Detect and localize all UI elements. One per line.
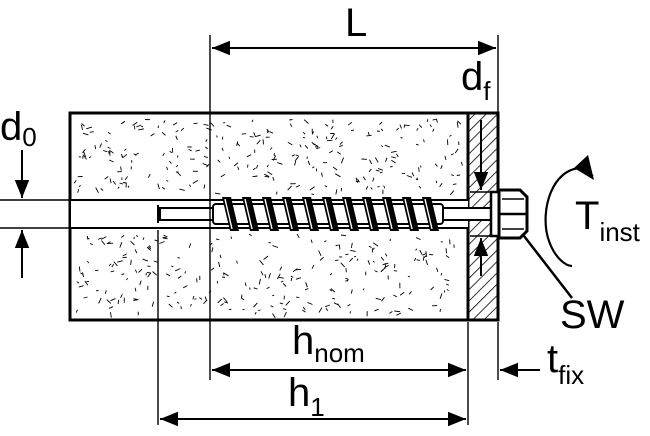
fixture-thickness-main: t xyxy=(547,337,558,381)
length-label: L xyxy=(345,1,367,45)
torque-sub: inst xyxy=(599,217,640,247)
wrench-size-label: SW xyxy=(560,293,625,337)
extension-lines xyxy=(0,35,499,425)
concrete-texture xyxy=(73,118,463,319)
screw-anchor xyxy=(157,197,493,231)
torque-arrow xyxy=(544,155,594,268)
hex-head xyxy=(489,188,529,240)
embedment-depth-label: hnom xyxy=(292,319,365,368)
fixture-thickness-label: tfix xyxy=(547,337,584,390)
wrench-leader-line xyxy=(523,235,573,299)
drill-hole-depth-main: h xyxy=(288,371,310,415)
drill-hole-depth-sub: 1 xyxy=(310,392,324,422)
embedment-depth-sub: nom xyxy=(314,338,365,368)
fixture-hole-diameter-sub: f xyxy=(483,76,491,106)
drill-hole-depth-label: h1 xyxy=(288,371,325,422)
fixture-thickness-sub: fix xyxy=(558,360,584,390)
fixture-hole-diameter-main: d xyxy=(461,55,483,99)
torque-main: T xyxy=(575,194,599,238)
embedment-depth-main: h xyxy=(292,319,314,363)
fixture-hole-diameter-label: df xyxy=(461,55,491,106)
hole-diameter-label: d0 xyxy=(0,105,37,152)
screw-threads xyxy=(222,197,439,231)
hole-diameter-main: d xyxy=(0,105,22,149)
torque-label: Tinst xyxy=(575,194,641,247)
hole-diameter-sub: 0 xyxy=(22,122,36,152)
